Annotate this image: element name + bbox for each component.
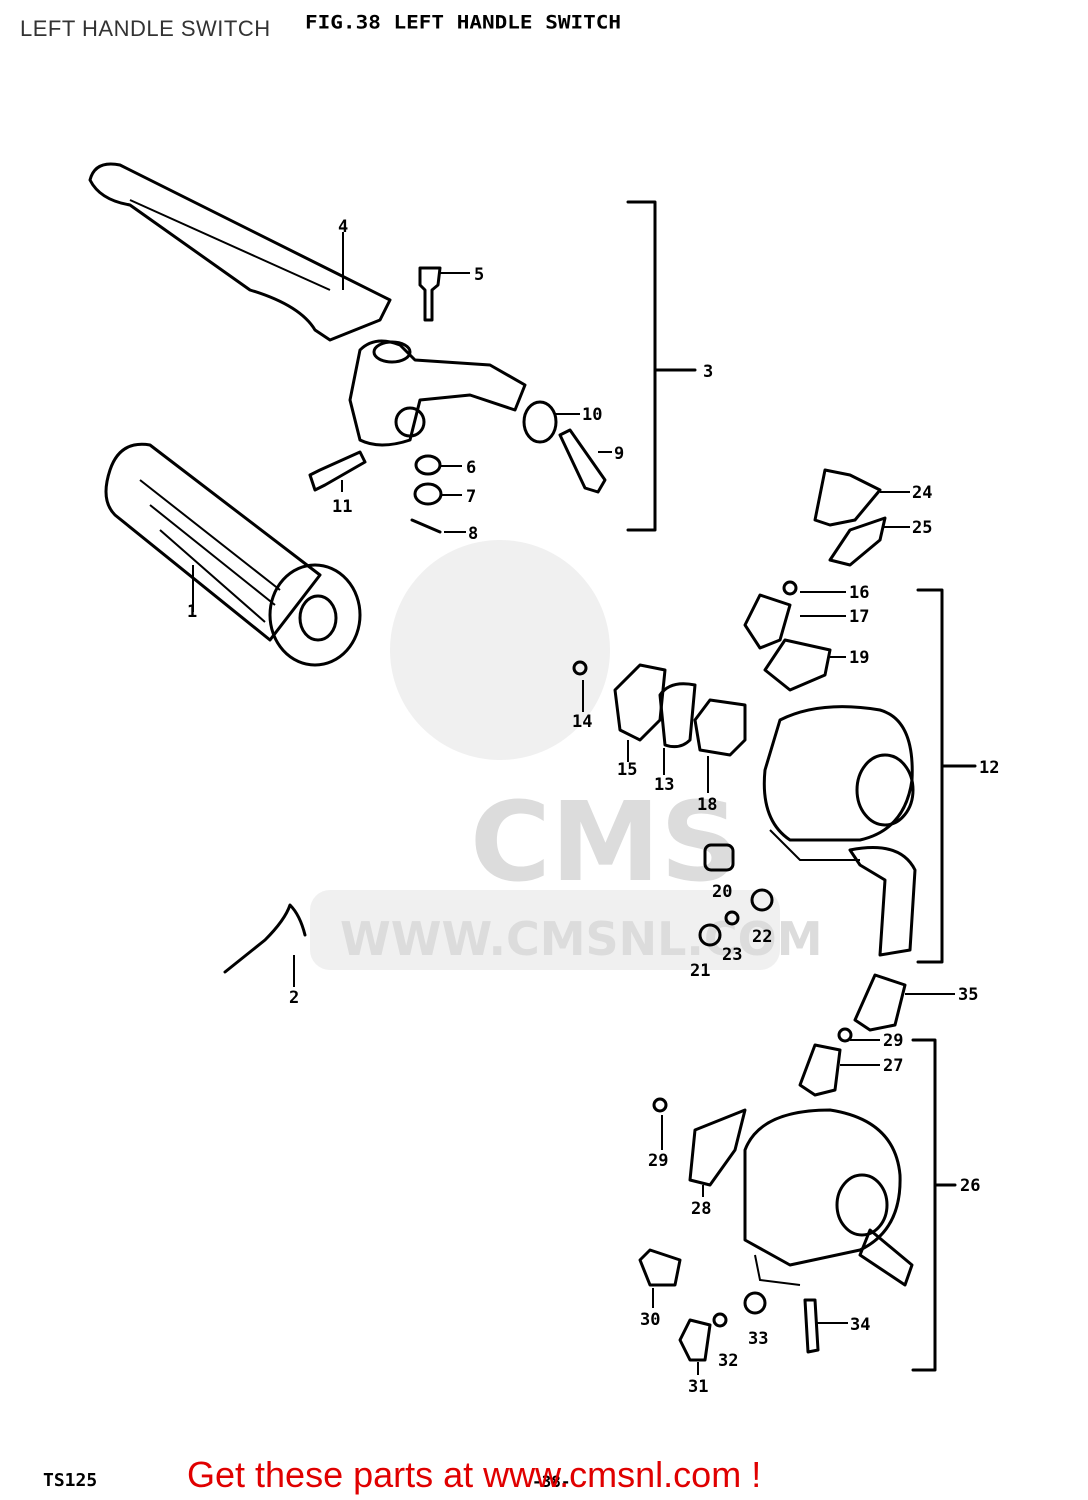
- callout-label: 10: [582, 405, 602, 425]
- callout-label: 29: [648, 1151, 668, 1171]
- washer-10: [522, 400, 558, 444]
- callout-label: 3: [703, 362, 713, 382]
- callout-label: 33: [748, 1329, 768, 1349]
- callout-label: 27: [883, 1056, 903, 1076]
- bolt-9: [558, 428, 607, 494]
- watermark-logo-text: CMS: [470, 778, 739, 906]
- knob-24: [813, 468, 882, 527]
- bulb-20: [703, 843, 735, 872]
- callout-label: 7: [466, 487, 476, 507]
- switch-housing-12: [762, 705, 917, 957]
- callout-label: 30: [640, 1310, 660, 1330]
- screw-32: [712, 1312, 728, 1328]
- callout-label: 31: [688, 1377, 708, 1397]
- switch-block-18: [693, 698, 747, 757]
- switch-housing-26: [743, 1108, 914, 1287]
- callout-labels: 1 2 3 4 5 6 7 8 9 10 11 12 13 14 15 16 1…: [187, 217, 999, 1397]
- leader-lines: [192, 232, 955, 1375]
- bolt-5: [418, 266, 442, 322]
- callout-label: 11: [332, 497, 352, 517]
- callout-label: 24: [912, 483, 932, 503]
- callout-label: 32: [718, 1351, 738, 1371]
- cotter-pin-8: [410, 518, 442, 534]
- handlebar-grip: [104, 442, 362, 667]
- callout-label: 1: [187, 602, 197, 622]
- knob-35: [853, 973, 907, 1032]
- switch-30: [638, 1248, 682, 1287]
- callout-label: 15: [617, 760, 637, 780]
- knob-17: [743, 593, 792, 650]
- bracket-26: [911, 1038, 957, 1372]
- nut-7: [413, 482, 443, 506]
- callout-label: 18: [697, 795, 717, 815]
- callout-label: 5: [474, 265, 484, 285]
- plate-25: [828, 516, 887, 567]
- callout-label: 28: [691, 1199, 711, 1219]
- figure-title: FIG.38 LEFT HANDLE SWITCH: [305, 11, 622, 33]
- dimmer-knob-15: [613, 663, 667, 742]
- callout-label: 23: [722, 945, 742, 965]
- knob-27: [798, 1043, 842, 1097]
- callout-label: 14: [572, 712, 592, 732]
- callout-label: 34: [850, 1315, 870, 1335]
- lamp-21: [698, 923, 722, 947]
- callout-label: 21: [690, 961, 710, 981]
- callout-label: 35: [958, 985, 978, 1005]
- page-title: LEFT HANDLE SWITCH: [20, 16, 271, 41]
- plate-19: [763, 638, 832, 692]
- screw-23: [724, 910, 740, 926]
- callout-label: 6: [466, 458, 476, 478]
- switch-31: [678, 1318, 712, 1362]
- lever-holder: [348, 339, 527, 447]
- bolt-11: [308, 450, 367, 492]
- screw-16: [782, 580, 798, 596]
- knob-28: [688, 1108, 747, 1187]
- bracket-12: [916, 588, 977, 964]
- callout-label: 26: [960, 1176, 980, 1196]
- callout-label: 2: [289, 988, 299, 1008]
- callout-label: 20: [712, 882, 732, 902]
- screw-29b: [652, 1097, 668, 1113]
- clutch-lever: [88, 162, 392, 342]
- screw-29a: [837, 1027, 853, 1043]
- washer-22: [750, 888, 774, 912]
- cms-watermark: CMS WWW.CMSNL.COM: [310, 540, 823, 970]
- callout-label: 22: [752, 927, 772, 947]
- callout-label: 12: [979, 758, 999, 778]
- callout-label: 25: [912, 518, 932, 538]
- model-code: TS125: [43, 1470, 98, 1491]
- page-number: -38-: [532, 1472, 571, 1491]
- switch-plate-13: [658, 682, 697, 749]
- promo-link[interactable]: Get these parts at www.cmsnl.com !: [187, 1454, 762, 1495]
- callout-label: 29: [883, 1031, 903, 1051]
- callout-label: 4: [338, 217, 348, 237]
- screw-14: [572, 660, 588, 676]
- watermark-url-text: WWW.CMSNL.COM: [340, 912, 823, 966]
- callout-label: 19: [849, 648, 869, 668]
- washer-33: [743, 1291, 767, 1315]
- cable-2: [223, 903, 307, 974]
- callout-label: 13: [654, 775, 674, 795]
- callout-label: 9: [614, 444, 624, 464]
- callout-label: 16: [849, 583, 869, 603]
- bracket-3: [626, 200, 697, 532]
- callout-label: 8: [468, 524, 478, 544]
- nut-6: [414, 454, 442, 476]
- bolt-34: [803, 1298, 820, 1354]
- callout-label: 17: [849, 607, 869, 627]
